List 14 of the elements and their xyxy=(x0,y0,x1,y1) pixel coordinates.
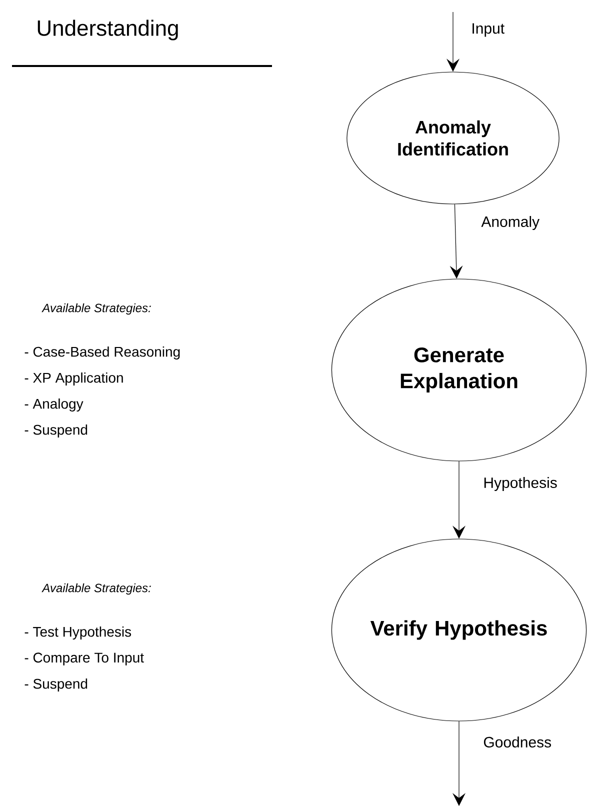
strategy-item: - Analogy xyxy=(24,398,84,412)
strategy-item: - Suspend xyxy=(24,678,88,692)
edge-label: Hypothesis xyxy=(482,476,558,492)
strategy-item: - Compare To Input xyxy=(24,652,144,666)
strategy-item: - Case-Based Reasoning xyxy=(24,346,180,360)
edge-label: Goodness xyxy=(482,736,553,749)
edge-label: Input xyxy=(470,22,506,38)
edge-label: Anomaly xyxy=(480,215,541,231)
strategies-heading: Available Strategies: xyxy=(42,583,151,595)
strategy-item: - Suspend xyxy=(24,424,88,438)
strategy-item: - Test Hypothesis xyxy=(24,626,132,640)
strategies-heading: Available Strategies: xyxy=(42,303,151,315)
strategy-item: - XP Application xyxy=(24,372,123,386)
title: Understanding xyxy=(38,20,178,40)
